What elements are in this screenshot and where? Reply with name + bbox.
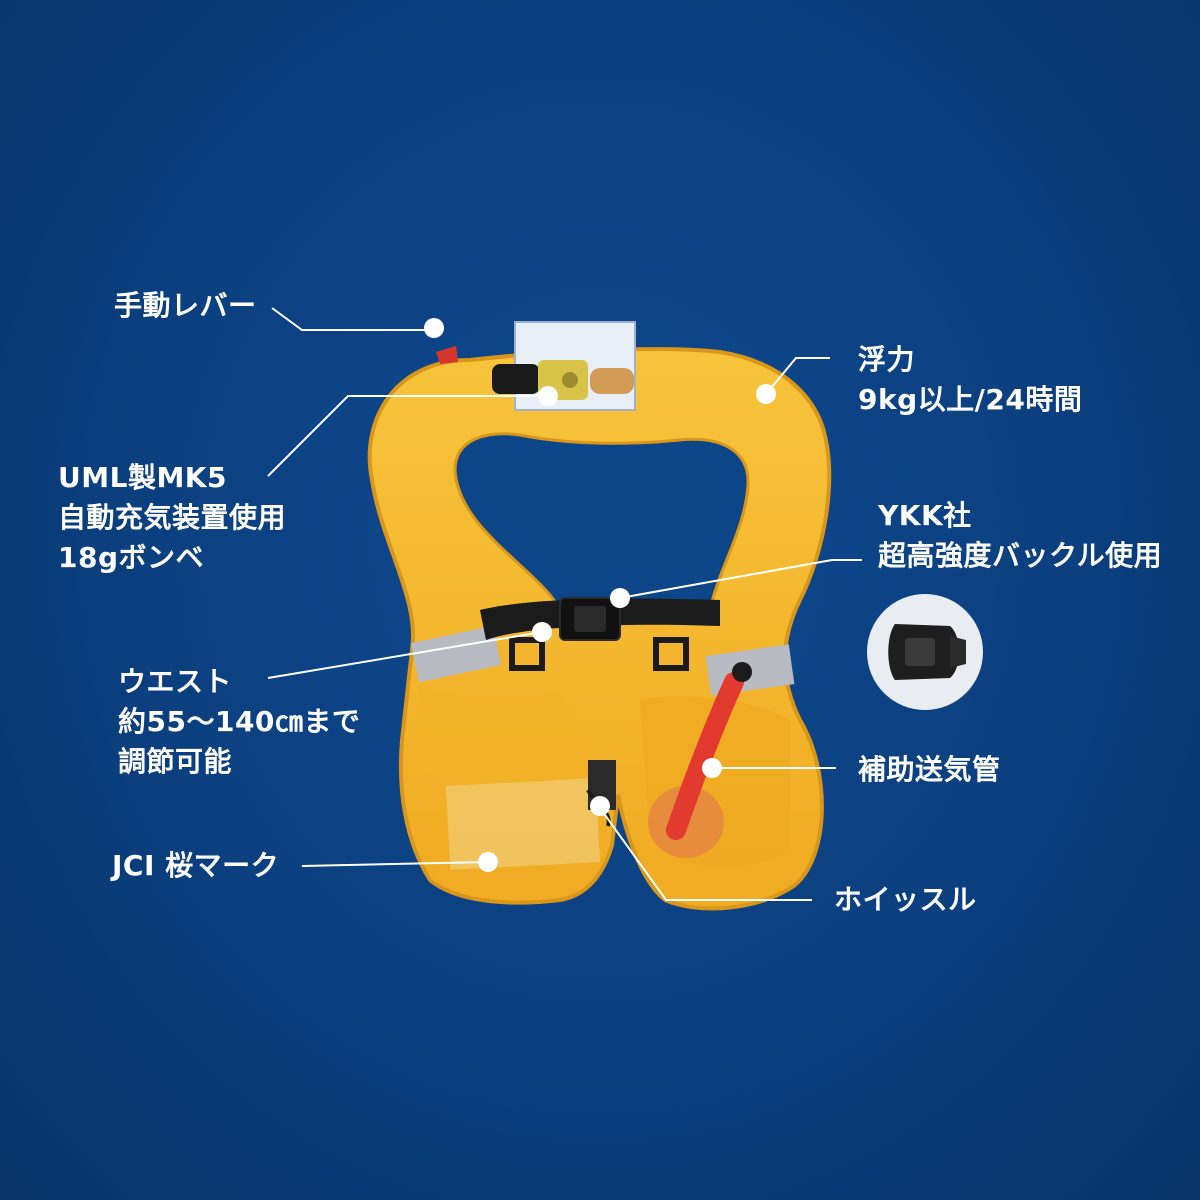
callout-waist: ウエスト 約55～140㎝まで 調節可能	[118, 662, 360, 782]
callout-text: ホイッスル	[834, 883, 977, 916]
callout-text: YKK社	[878, 499, 972, 532]
callout-text: 9kg以上/24時間	[858, 383, 1083, 416]
callout-inflator: UML製MK5 自動充気装置使用 18gボンベ	[58, 458, 286, 578]
inflator-unit	[436, 321, 636, 411]
dot-icon	[756, 384, 776, 404]
callout-dots	[424, 318, 776, 872]
callout-text: UML製MK5	[58, 461, 227, 494]
dot-icon	[702, 758, 722, 778]
callout-jci-mark: JCI 桜マーク	[112, 846, 279, 886]
callout-text: 補助送気管	[858, 753, 1001, 786]
callout-buoyancy: 浮力 9kg以上/24時間	[858, 340, 1082, 420]
callout-text: JCI 桜マーク	[112, 849, 280, 882]
callout-manual-lever: 手動レバー	[114, 286, 257, 326]
dot-icon	[590, 796, 610, 816]
dot-icon	[610, 588, 630, 608]
callout-text: 18gボンベ	[58, 541, 205, 574]
callout-text: 浮力	[858, 343, 916, 376]
callout-buckle: YKK社 超高強度バックル使用	[878, 496, 1162, 576]
callout-whistle: ホイッスル	[834, 880, 977, 920]
dot-icon	[424, 318, 444, 338]
callout-text: 調節可能	[118, 745, 233, 778]
buckle-detail-inset	[867, 594, 983, 710]
buckle-icon	[888, 624, 966, 680]
callout-oral-tube: 補助送気管	[858, 750, 1001, 790]
callout-text: 超高強度バックル使用	[878, 539, 1163, 572]
callout-text: 自動充気装置使用	[58, 501, 287, 534]
oral-tube	[648, 662, 752, 858]
dot-icon	[478, 852, 498, 872]
callout-text: 手動レバー	[114, 289, 257, 322]
dot-icon	[532, 622, 552, 642]
callout-text: 約55～140㎝まで	[118, 705, 361, 738]
callout-text: ウエスト	[118, 665, 233, 698]
leader-lines	[267, 307, 862, 901]
dot-icon	[538, 386, 558, 406]
